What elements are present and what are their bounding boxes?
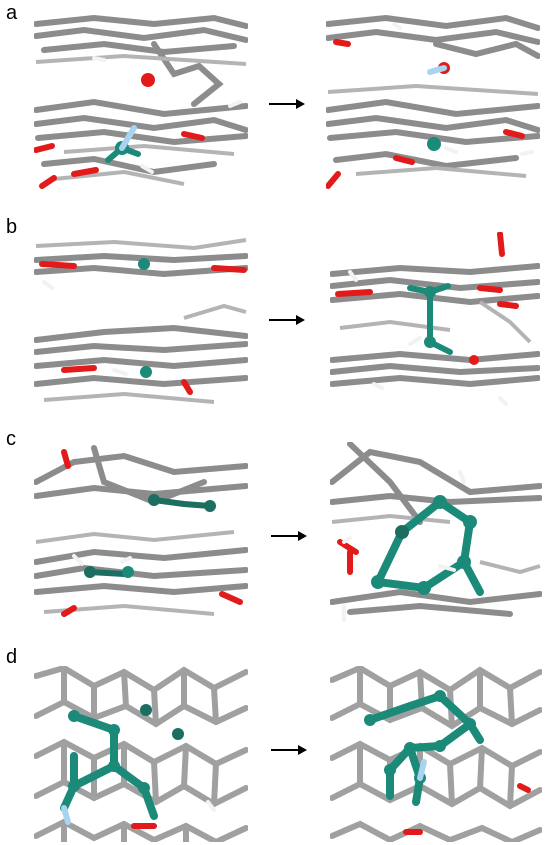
panel-d-initial-structure — [34, 666, 248, 842]
right-arrow-icon — [270, 528, 308, 549]
right-arrow-icon — [268, 312, 306, 333]
panel-label-a: a — [6, 2, 18, 24]
panel-d: d — [0, 636, 550, 845]
panel-b-final-structure — [330, 232, 540, 408]
panel-d-final-structure — [330, 666, 542, 842]
panel-a: a — [0, 0, 550, 200]
panel-a-initial-structure — [34, 14, 248, 192]
panel-label-b: b — [6, 216, 18, 238]
panel-label-c: c — [6, 428, 16, 450]
panel-c: c — [0, 424, 550, 624]
right-arrow-icon — [270, 742, 308, 763]
panel-label-d: d — [6, 646, 18, 668]
right-arrow-icon — [268, 96, 306, 117]
panel-c-final-structure — [330, 442, 542, 624]
panel-c-initial-structure — [34, 442, 248, 622]
panel-b-initial-structure — [34, 232, 248, 408]
panel-a-final-structure — [326, 14, 540, 192]
panel-b: b — [0, 212, 550, 412]
